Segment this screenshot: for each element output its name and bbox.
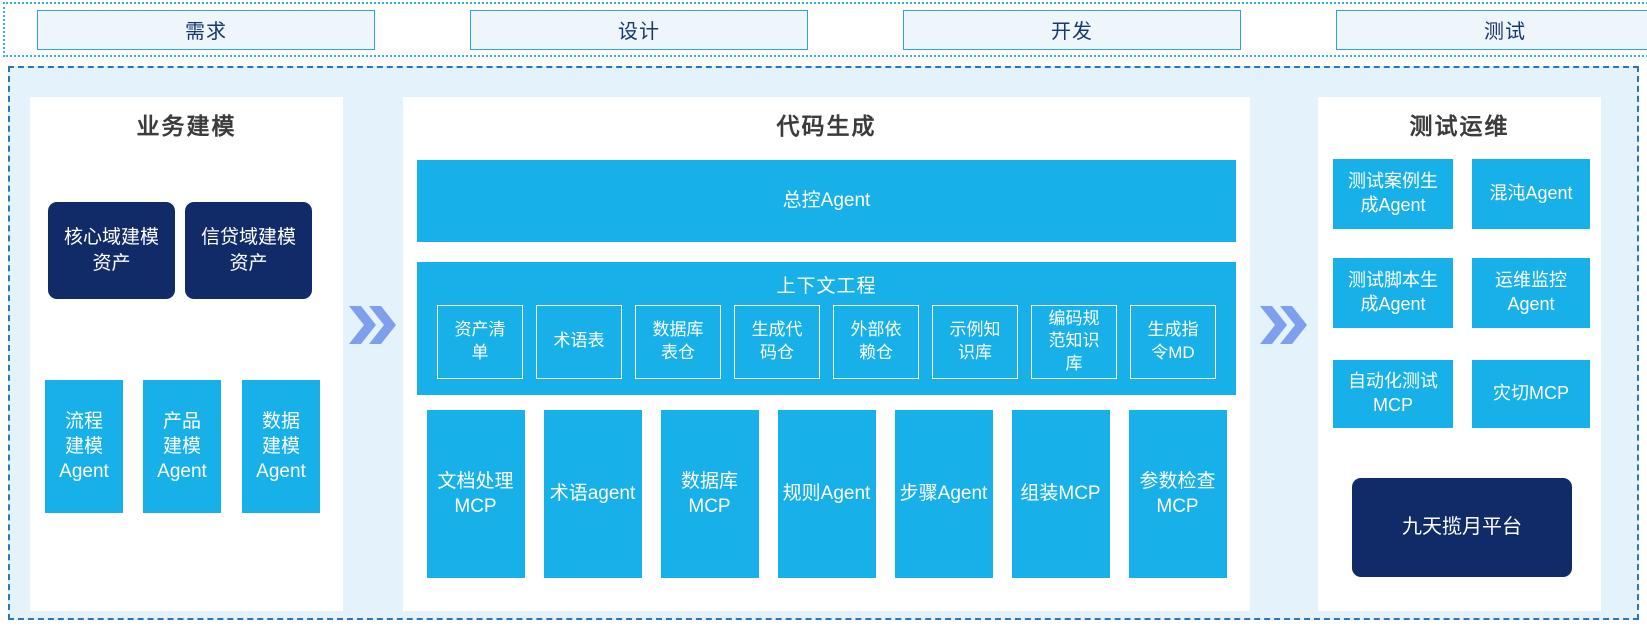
flow-arrow-icon bbox=[1260, 306, 1307, 344]
box-master-control-agent: 总控Agent bbox=[417, 160, 1236, 242]
panel-title-code-generation: 代码生成 bbox=[776, 113, 877, 139]
box-disaster-switch-mcp: 灾切MCP bbox=[1472, 360, 1590, 428]
box-document-processing-mcp: 文档处理 MCP bbox=[426, 410, 525, 578]
box-core-domain-modeling-assets: 核心域建模 资产 bbox=[48, 202, 175, 299]
box-rules-agent: 规则Agent bbox=[777, 410, 876, 578]
box-glossary: 术语表 bbox=[536, 304, 622, 379]
phase-box-design: 设计 bbox=[470, 9, 808, 50]
panel-title-test-operations: 测试运维 bbox=[1409, 113, 1510, 139]
box-assembly-mcp: 组装MCP bbox=[1011, 410, 1110, 578]
tools-row: 文档处理 MCP 术语agent 数据库 MCP 规则Agent 步骤Agent… bbox=[417, 410, 1236, 578]
box-jiutian-lanyue-platform: 九天揽月平台 bbox=[1352, 478, 1572, 577]
box-example-knowledge-base: 示例知 识库 bbox=[932, 304, 1018, 379]
box-coding-standards-knowledge-base: 编码规 范知识 库 bbox=[1031, 304, 1117, 379]
box-parameter-check-mcp: 参数检查 MCP bbox=[1128, 410, 1227, 578]
box-generated-code-repo: 生成代 码仓 bbox=[734, 304, 820, 379]
panel-code-generation: 代码生成 总控Agent 上下文工程 资产清 单 术语表 数据库 表仓 生成代 … bbox=[403, 97, 1250, 611]
box-automated-testing-mcp: 自动化测试 MCP bbox=[1333, 360, 1453, 428]
panel-test-operations: 测试运维 测试案例生 成Agent 混沌Agent 测试脚本生 成Agent 运… bbox=[1318, 97, 1601, 611]
panel-title-business-modeling: 业务建模 bbox=[136, 113, 237, 139]
box-asset-list: 资产清 单 bbox=[437, 304, 523, 379]
phase-box-testing: 测试 bbox=[1336, 9, 1647, 50]
box-database-mcp: 数据库 MCP bbox=[660, 410, 759, 578]
context-items-row: 资产清 单 术语表 数据库 表仓 生成代 码仓 外部依 赖仓 示例知 识库 编码… bbox=[417, 298, 1236, 395]
phase-strip: 需求 设计 开发 测试 bbox=[3, 2, 1647, 57]
box-external-dependency-repo: 外部依 赖仓 bbox=[833, 304, 919, 379]
flow-arrow-icon bbox=[349, 306, 396, 344]
box-credit-domain-modeling-assets: 信贷域建模 资产 bbox=[185, 202, 312, 299]
box-steps-agent: 步骤Agent bbox=[894, 410, 993, 578]
box-chaos-agent: 混沌Agent bbox=[1472, 159, 1590, 229]
panel-business-modeling: 业务建模 核心域建模 资产 信贷域建模 资产 流程 建模 Agent 产品 建模… bbox=[30, 97, 343, 611]
box-database-table-repo: 数据库 表仓 bbox=[635, 304, 721, 379]
box-product-modeling-agent: 产品 建模 Agent bbox=[143, 380, 221, 513]
box-test-case-generation-agent: 测试案例生 成Agent bbox=[1333, 159, 1453, 229]
context-engineering-block: 上下文工程 资产清 单 术语表 数据库 表仓 生成代 码仓 外部依 赖仓 示例知… bbox=[417, 262, 1236, 395]
box-ops-monitoring-agent: 运维监控 Agent bbox=[1472, 258, 1590, 328]
box-terminology-agent: 术语agent bbox=[543, 410, 642, 578]
box-process-modeling-agent: 流程 建模 Agent bbox=[45, 380, 123, 513]
context-engineering-title: 上下文工程 bbox=[776, 276, 877, 297]
phase-box-development: 开发 bbox=[903, 9, 1241, 50]
box-test-script-generation-agent: 测试脚本生 成Agent bbox=[1333, 258, 1453, 328]
box-generation-instructions-md: 生成指 令MD bbox=[1130, 304, 1216, 379]
phase-box-requirements: 需求 bbox=[37, 9, 375, 50]
box-data-modeling-agent: 数据 建模 Agent bbox=[242, 380, 320, 513]
